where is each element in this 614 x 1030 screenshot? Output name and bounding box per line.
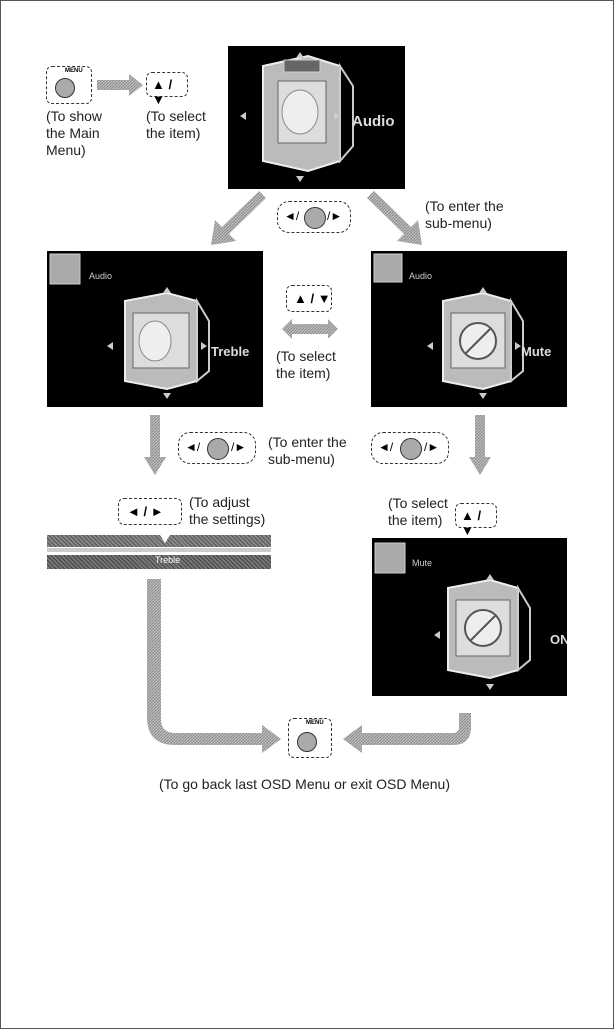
menu-round-icon-bottom <box>297 732 317 752</box>
up-down-arrows-icon: ▲ / ▼ <box>152 77 187 107</box>
mute-main-label: Mute <box>521 344 551 359</box>
left-arrow-icon-2: ◄/ <box>185 440 200 454</box>
enter-round-icon <box>304 207 326 229</box>
on-small-label: Mute <box>412 558 432 568</box>
label-go-back: (To go back last OSD Menu or exit OSD Me… <box>159 776 450 793</box>
up-down-button-3[interactable]: ▲ / ▼ <box>455 503 497 528</box>
slider-top-bar <box>47 535 271 547</box>
label-show-main-menu: (To show the Main Menu) <box>46 108 102 159</box>
left-right-button[interactable]: ◄ / ► <box>118 498 182 525</box>
screen-mute: Audio Mute <box>371 251 567 407</box>
up-down-arrows-icon-2: ▲ / ▼ <box>294 291 331 306</box>
enter-button-3[interactable]: ◄/ /► <box>371 432 449 464</box>
arrow-menu-to-select <box>97 74 143 96</box>
menu-button-top[interactable]: MENU <box>46 66 92 104</box>
slider-handle-icon[interactable] <box>160 535 170 543</box>
arrow-between-screens <box>282 319 338 339</box>
label-enter-submenu-1: (To enter the sub-menu) <box>425 198 504 232</box>
screen-main-audio: Audio <box>228 46 405 189</box>
treble-cube-icon <box>47 251 263 407</box>
label-select-item-2: (To select the item) <box>276 348 336 382</box>
treble-main-label: Treble <box>211 344 249 359</box>
treble-slider[interactable]: Treble <box>47 535 271 569</box>
slider-track <box>47 548 271 552</box>
menu-button-label-bottom: MENU <box>306 720 324 726</box>
arrow-slider-to-menu <box>147 579 281 753</box>
arrow-on-to-menu <box>343 713 471 753</box>
up-down-arrows-icon-3: ▲ / ▼ <box>461 508 496 538</box>
arrow-mute-to-on <box>469 415 491 475</box>
on-main-label: ON <box>550 632 567 647</box>
label-select-item-1: (To select the item) <box>146 108 206 142</box>
slider-label: Treble <box>155 555 180 565</box>
on-cube-icon <box>372 538 567 696</box>
main-menu-label: Audio <box>352 113 395 130</box>
treble-small-label: Audio <box>89 271 112 281</box>
mute-cube-icon <box>371 251 567 407</box>
label-enter-submenu-2: (To enter the sub-menu) <box>268 434 347 468</box>
enter-button-1[interactable]: ◄/ /► <box>277 201 351 233</box>
arrow-main-to-mute <box>367 191 422 245</box>
menu-button-label: MENU <box>65 68 83 74</box>
menu-round-icon <box>55 78 75 98</box>
enter-round-icon-3 <box>400 438 422 460</box>
left-arrow-icon-3: ◄/ <box>378 440 393 454</box>
arrow-treble-to-slider <box>144 415 166 475</box>
screen-treble: Audio Treble <box>47 251 263 407</box>
right-arrow-icon-3: /► <box>424 440 439 454</box>
label-select-item-3: (To select the item) <box>388 495 448 529</box>
left-arrow-icon: ◄/ <box>284 209 299 223</box>
right-arrow-icon: /► <box>327 209 342 223</box>
up-down-button-2[interactable]: ▲ / ▼ <box>286 285 332 312</box>
screen-on: Mute ON <box>372 538 567 696</box>
enter-round-icon-2 <box>207 438 229 460</box>
up-down-button-1[interactable]: ▲ / ▼ <box>146 72 188 97</box>
arrow-main-to-treble <box>211 191 266 245</box>
right-arrow-icon-2: /► <box>231 440 246 454</box>
mute-small-label: Audio <box>409 271 432 281</box>
menu-button-bottom[interactable]: MENU <box>288 718 332 758</box>
enter-button-2[interactable]: ◄/ /► <box>178 432 256 464</box>
label-adjust-settings: (To adjust the settings) <box>189 494 265 528</box>
left-right-arrows-icon: ◄ / ► <box>127 504 164 519</box>
